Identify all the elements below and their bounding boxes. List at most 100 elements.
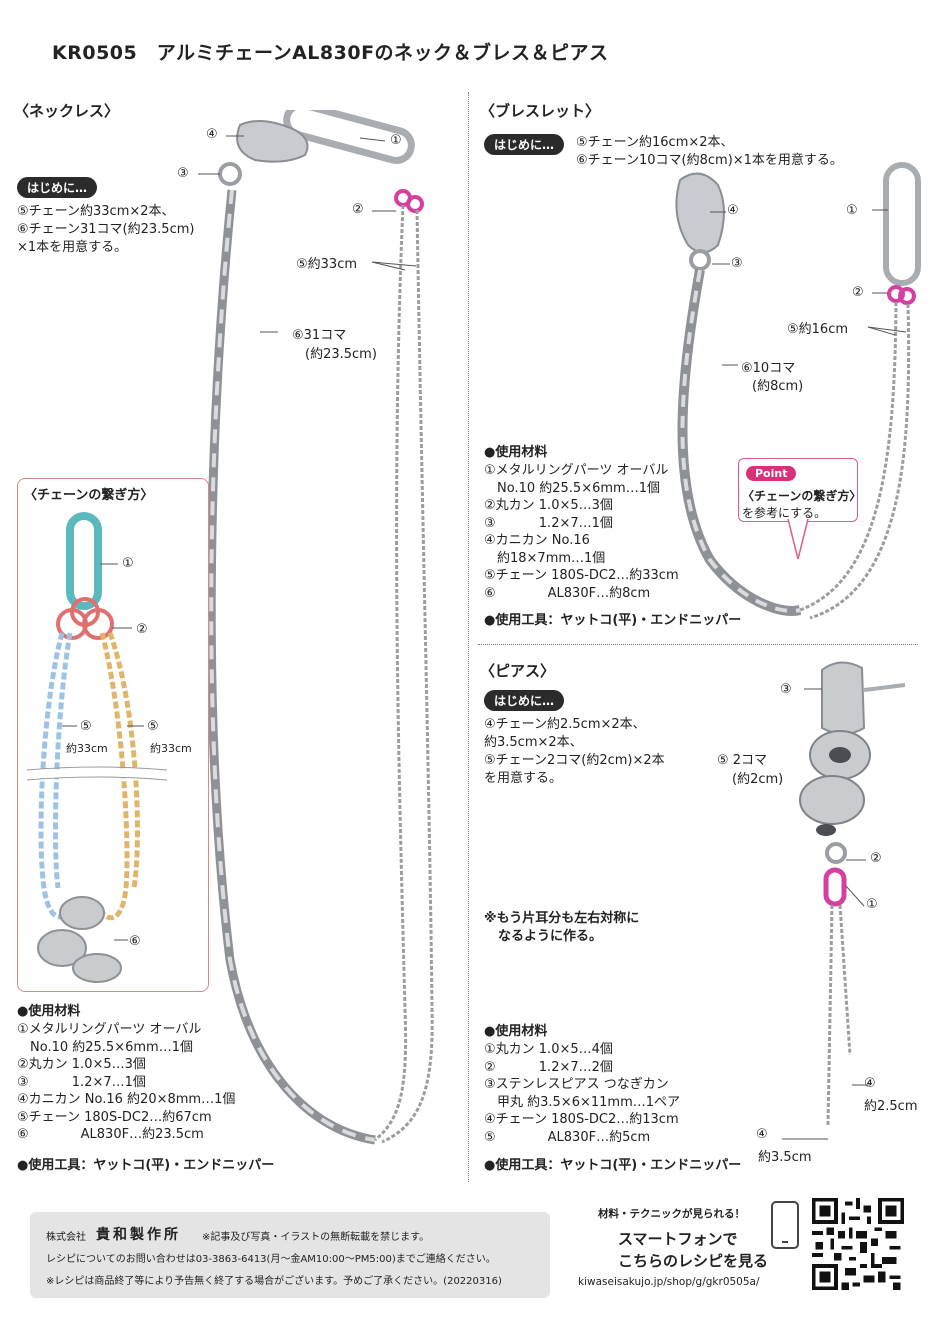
earring-callout-4b-length: 約3.5cm [758,1150,812,1165]
bracelet-tools: ●使用工具：ヤットコ(平)・エンドニッパー [484,613,742,628]
earrings-intro-badge: はじめに… [484,690,565,711]
earrings-heading: 〈ピアス〉 [480,662,556,680]
material-item: ①メタルリングパーツ オーバル [484,463,669,478]
earring-callout-4a-length: 約2.5cm [864,1099,918,1114]
material-item: ⑥ AL830F…約8cm [484,585,651,601]
earrings-materials-list: ①丸カン 1.0×5…4個 ② 1.2×7…2個 ③ステンレスピアス つなぎカン… [484,1041,680,1146]
bracelet-heading: 〈ブレスレット〉 [480,102,601,120]
material-item: ④カニカン No.16 約20×8mm…1個 [17,1092,236,1107]
earring-callout-2: ② [870,851,882,866]
material-item: ④カニカン No.16 [484,533,590,548]
material-item: No.10 約25.5×6mm…1個 [17,1039,193,1055]
inset-label-1: ① [122,556,134,571]
inset-illustration [26,512,168,983]
bracelet-callout-1: ① [846,203,858,218]
point-badge: Point [746,466,797,481]
material-item: ①丸カン 1.0×5…4個 [484,1042,613,1057]
necklace-callout-2: ② [352,202,364,217]
point-line-1: 〈チェーンの繋ぎ方〉 [742,489,862,503]
earring-callout-3: ③ [780,682,792,697]
necklace-heading: 〈ネックレス〉 [14,102,120,120]
bracelet-intro-line-2: ⑥チェーン10コマ(約8cm)×1本を用意する。 [576,153,843,168]
point-pointer [787,519,809,560]
promo-line-1: スマートフォンで [618,1230,738,1248]
necklace-intro-line-3: ×1本を用意する。 [17,240,128,255]
necklace-callout-6-length: (約23.5cm) [305,347,377,362]
inset-label-6: ⑥ [129,934,141,949]
material-item: ②丸カン 1.0×5…3個 [17,1057,146,1072]
bracelet-callout-6-length: (約8cm) [752,379,804,394]
bracelet-materials-heading: ●使用材料 [484,445,548,460]
material-item: ②丸カン 1.0×5…3個 [484,498,613,513]
material-item: ③ 1.2×7…1個 [484,515,613,531]
column-divider [468,92,469,1182]
earrings-note-line-1: ※もう片耳分も左右対称に [484,911,640,926]
earring-callout-5-length: (約2cm) [732,772,784,787]
bracelet-callout-5: ⑤約16cm [787,322,849,337]
promo-url[interactable]: kiwaseisakujo.jp/shop/g/gkr0505a/ [578,1276,760,1288]
qr-code-icon[interactable] [812,1198,904,1290]
material-item: No.10 約25.5×6mm…1個 [484,480,660,496]
inset-label-2: ② [136,622,148,637]
earrings-tools: ●使用工具：ヤットコ(平)・エンドニッパー [484,1158,742,1173]
necklace-intro-line-2: ⑥チェーン31コマ(約23.5cm) [17,222,195,237]
promo-line-2: こちらのレシピを見る [618,1252,769,1270]
material-item: ①メタルリングパーツ オーバル [17,1022,202,1037]
inset-heading: 〈チェーンの繋ぎ方〉 [24,488,154,503]
earrings-intro-line-2: 約3.5cm×2本、 [484,735,583,750]
footer-end-notice: ※レシピは商品終了等により予告無く終了する場合がございます。予めご了承ください。… [46,1276,502,1287]
earring-illustration [782,661,906,1140]
material-item: ⑤チェーン 180S-DC2…約67cm [17,1109,212,1125]
bracelet-earring-divider [478,644,918,645]
inset-length-b: 約33cm [150,742,192,755]
necklace-callout-6-count: ⑥31コマ [292,328,347,343]
necklace-callout-1: ① [390,133,402,148]
material-item: 約18×7mm…1個 [484,550,606,566]
footer-company-logo: 貴和製作所 [96,1227,181,1243]
material-item: ② 1.2×7…2個 [484,1059,613,1075]
footer-notice: ※記事及び写真・イラストの無断転載を禁じます。 [202,1232,430,1243]
promo-bubble: 材料・テクニックが見られる！ [598,1208,745,1220]
earring-callout-4a: ④ [864,1076,876,1091]
page-title: KR0505 アルミチェーンAL830Fのネック＆ブレス＆ピアス [52,42,609,64]
earrings-intro-line-4: を用意する。 [484,771,563,786]
bracelet-materials-list: ①メタルリングパーツ オーバル No.10 約25.5×6mm…1個 ②丸カン … [484,462,679,602]
earrings-note-line-2: なるように作る。 [498,929,603,944]
inset-label-5a: ⑤ [80,719,92,734]
bracelet-intro-badge: はじめに… [484,134,565,155]
bracelet-callout-2: ② [852,285,864,300]
footer-company-prefix: 株式会社 [46,1232,86,1243]
material-item: ⑥ AL830F…約23.5cm [17,1127,204,1142]
earring-callout-5-count: ⑤ 2コマ [717,753,768,768]
footer-contact: レシピについてのお問い合わせは03-3863-6413(月〜金AM10:00〜P… [46,1254,496,1265]
necklace-callout-5: ⑤約33cm [296,257,358,272]
necklace-materials-list: ①メタルリングパーツ オーバル No.10 約25.5×6mm…1個 ②丸カン … [17,1021,235,1144]
smartphone-icon [771,1201,799,1249]
necklace-illustration [198,110,434,1145]
earrings-intro-line-1: ④チェーン約2.5cm×2本、 [484,717,646,732]
earring-callout-1: ① [866,897,878,912]
point-line-2: を参考にする。 [742,506,827,520]
necklace-intro-line-1: ⑤チェーン約33cm×2本、 [17,204,175,219]
inset-length-a: 約33cm [66,742,108,755]
footer-box [30,1212,550,1298]
necklace-callout-3: ③ [177,166,189,181]
earrings-intro-line-3: ⑤チェーン2コマ(約2cm)×2本 [484,753,665,768]
bracelet-illustration [675,162,921,620]
bracelet-callout-4: ④ [727,203,739,218]
material-item: ④チェーン 180S-DC2…約13cm [484,1112,679,1127]
material-item: ③ 1.2×7…1個 [17,1074,146,1090]
necklace-tools: ●使用工具：ヤットコ(平)・エンドニッパー [17,1158,275,1173]
bracelet-intro-line-1: ⑤チェーン約16cm×2本、 [576,135,734,150]
inset-label-5b: ⑤ [147,719,159,734]
necklace-intro-badge: はじめに… [17,177,98,198]
bracelet-callout-3: ③ [731,256,743,271]
material-item: 甲丸 約3.5×6×11mm…1ペア [484,1094,681,1110]
material-item: ③ステンレスピアス つなぎカン [484,1077,669,1092]
bracelet-callout-6-count: ⑥10コマ [741,361,796,376]
material-item: ⑤チェーン 180S-DC2…約33cm [484,568,679,583]
necklace-callout-4: ④ [206,127,218,142]
earring-callout-4b: ④ [756,1127,768,1142]
material-item: ⑤ AL830F…約5cm [484,1129,651,1145]
earrings-materials-heading: ●使用材料 [484,1024,548,1039]
